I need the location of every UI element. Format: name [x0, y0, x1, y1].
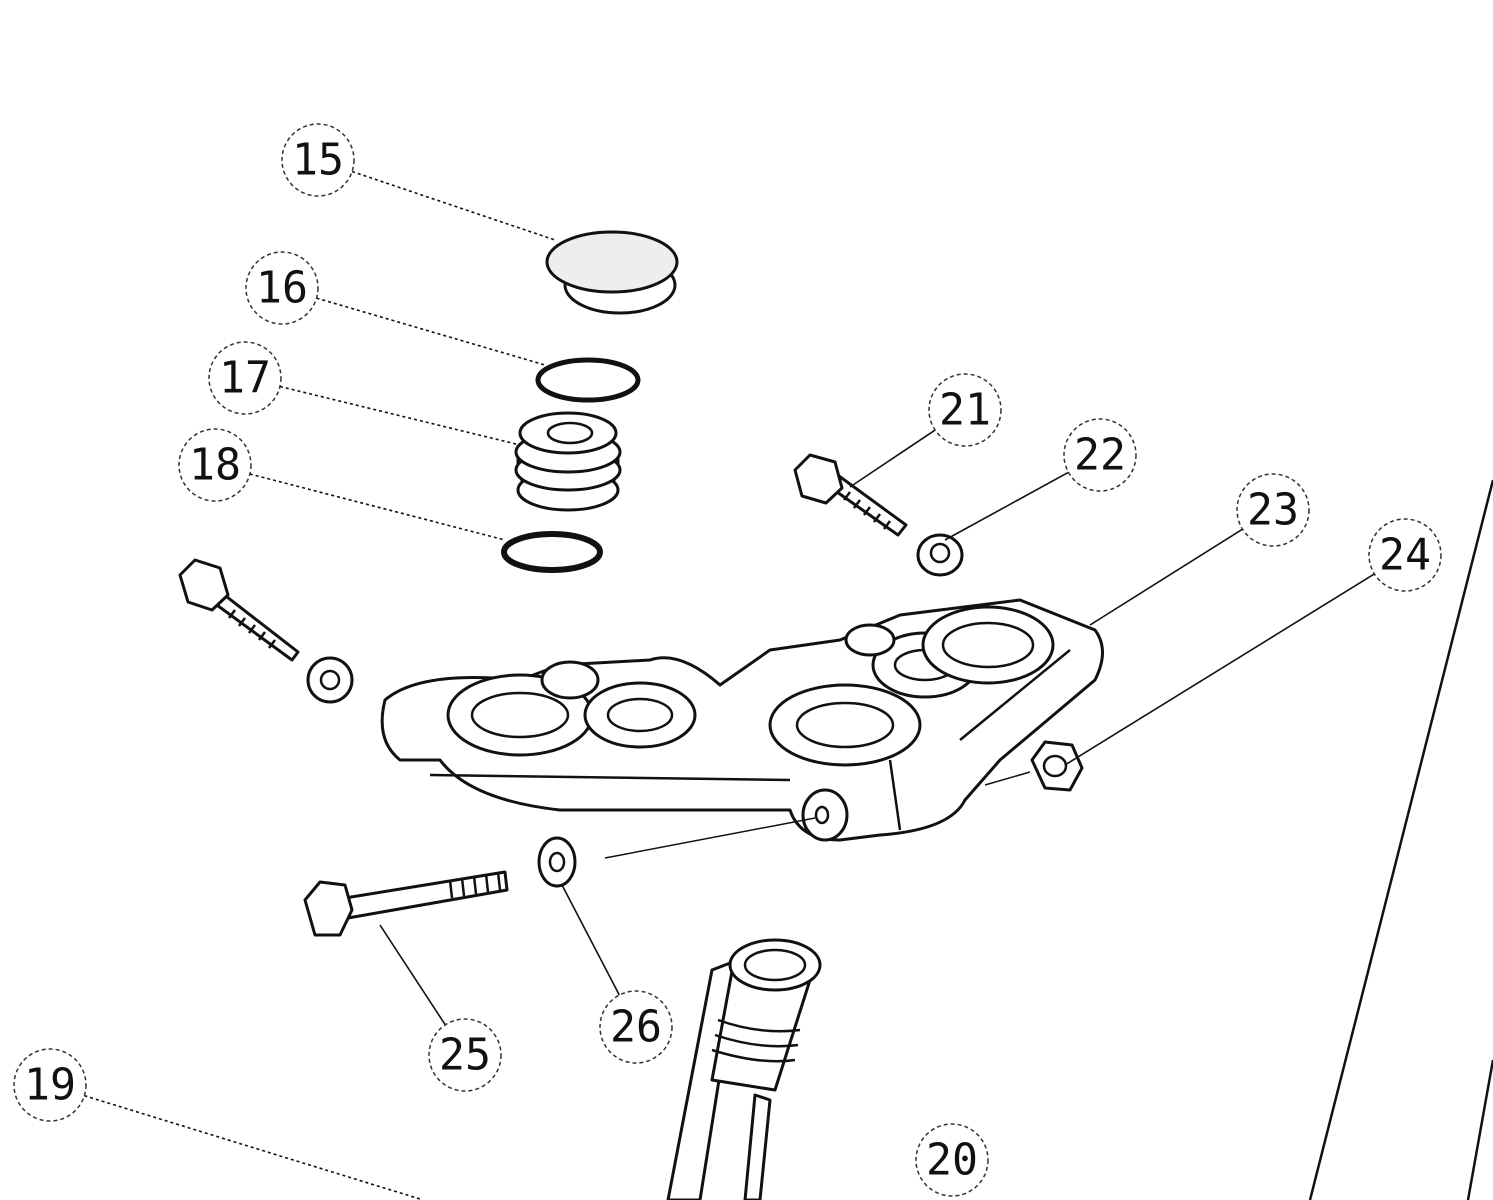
- part-21-bolt: [793, 453, 908, 537]
- leader-lines: [84, 170, 1375, 1200]
- callout-22: 22: [1063, 418, 1137, 492]
- callout-circle: [178, 428, 252, 502]
- leader-line-21: [849, 429, 936, 488]
- callout-15: 15: [281, 123, 355, 197]
- callout-circle: [1368, 518, 1442, 592]
- callout-circle: [1063, 418, 1137, 492]
- callout-circle: [281, 123, 355, 197]
- callout-circle: [599, 990, 673, 1064]
- callout-18: 18: [178, 428, 252, 502]
- leader-line-25: [379, 924, 446, 1026]
- leader-line-23: [1089, 528, 1243, 626]
- callout-label: 16: [256, 263, 308, 314]
- fork-tube: [666, 938, 822, 1200]
- connector-line-nut-to-clamp: [984, 771, 1031, 786]
- part-26-washer: [537, 836, 577, 888]
- part-18-o-ring: [501, 531, 603, 573]
- callout-circle: [428, 1018, 502, 1092]
- callout-circle: [245, 251, 319, 325]
- callout-circle: [13, 1048, 87, 1122]
- callout-26: 26: [599, 990, 673, 1064]
- callout-19: 19: [13, 1048, 87, 1122]
- callout-21: 21: [928, 373, 1002, 447]
- callout-label: 15: [292, 135, 344, 186]
- leader-line-15: [351, 170, 556, 241]
- leader-line-16: [316, 297, 546, 366]
- callout-20: 20: [915, 1123, 989, 1197]
- connector-line-washer-to-clamp: [604, 817, 816, 859]
- part-22-washer: [916, 533, 964, 577]
- callout-label: 25: [439, 1030, 491, 1081]
- callout-label: 23: [1247, 485, 1299, 536]
- frame-tube: [1308, 479, 1493, 1200]
- part-17-bushing: [514, 411, 622, 512]
- callout-16: 16: [245, 251, 319, 325]
- leader-line-26: [561, 884, 621, 996]
- leader-line-19: [84, 1094, 421, 1200]
- callout-label: 17: [219, 353, 271, 404]
- callout-circle: [915, 1123, 989, 1197]
- part-24-nut: [1030, 740, 1084, 792]
- callout-17: 17: [208, 341, 282, 415]
- part-25-long-bolt: [303, 870, 509, 937]
- part-23-triple-clamp: [380, 598, 1104, 842]
- callouts: 15 16 17 18 19 20 21 22 23 24 25 26: [13, 123, 1442, 1197]
- callout-24: 24: [1368, 518, 1442, 592]
- callout-label: 19: [24, 1060, 76, 1111]
- leader-line-18: [249, 473, 506, 541]
- callout-circle: [928, 373, 1002, 447]
- leader-line-17: [279, 385, 521, 446]
- part-16-circlip: [535, 357, 641, 403]
- callout-25: 25: [428, 1018, 502, 1092]
- callout-circle: [208, 341, 282, 415]
- bolt-left: [178, 558, 354, 704]
- callout-circle: [1236, 473, 1310, 547]
- callout-label: 21: [939, 385, 991, 436]
- callout-23: 23: [1236, 473, 1310, 547]
- part-15-cap: [545, 230, 679, 315]
- leader-line-24: [1064, 573, 1375, 766]
- callout-label: 20: [926, 1135, 978, 1186]
- callout-label: 22: [1074, 430, 1126, 481]
- callout-label: 24: [1379, 530, 1431, 581]
- callout-label: 26: [610, 1002, 662, 1053]
- leader-line-22: [944, 471, 1069, 541]
- callout-label: 18: [189, 440, 241, 491]
